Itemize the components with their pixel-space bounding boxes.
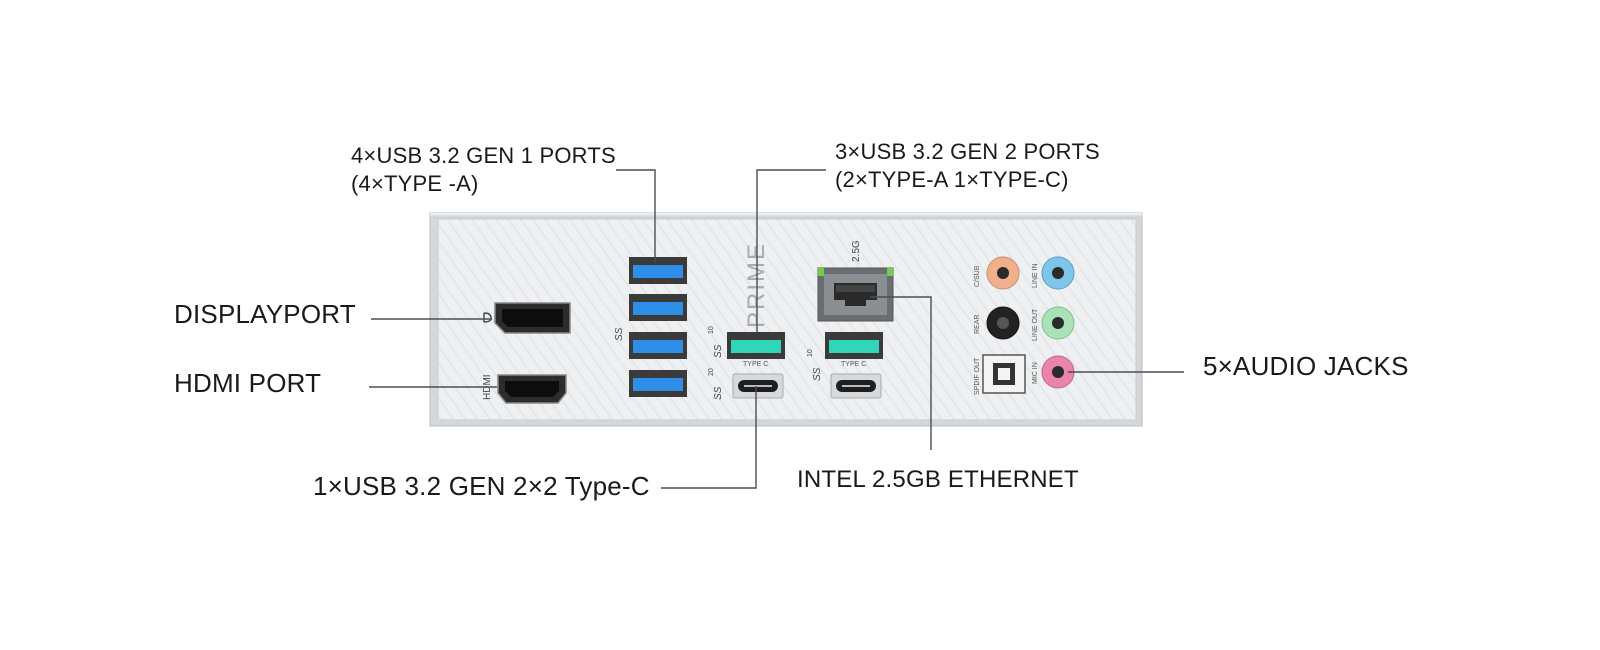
ss-mark-gen2-a: SS [713,344,724,358]
ss-mark-gen1: SS [614,327,625,341]
leader-lines [369,169,1184,489]
leader-usb-2x2 [661,386,757,489]
ethernet-port [817,267,894,322]
audio-label-line-out: LINE OUT [1032,308,1039,341]
callout-usb-2x2: 1×USB 3.2 GEN 2×2 Type-C [313,471,650,501]
usb-gen2-typea-port-1 [727,332,785,359]
ss-mark-gen2-b: SS [812,367,823,381]
audio-jack-line-out [1041,306,1075,340]
callout-audio: 5×AUDIO JACKS [1203,351,1409,381]
gen2-speed-mark-a: 10 [708,326,715,334]
gen2x2-speed-mark: 20 [708,368,715,376]
callout-hdmi: HDMI PORT [174,368,322,398]
audio-jack-line-in [1041,256,1075,290]
spdif-optical-port [982,354,1026,394]
audio-jack-rear [986,306,1020,340]
leader-ethernet [870,296,932,450]
gen2-speed-mark-b: 10 [807,349,814,357]
callout-usb-gen1: 4×USB 3.2 GEN 1 PORTS (4×TYPE -A) [351,142,616,198]
audio-label-rear: REAR [974,315,981,334]
ss-mark-gen2x2: SS [713,386,724,400]
leader-usb-gen2 [756,169,826,333]
audio-jack-csub [986,256,1020,290]
usb-gen2-typea-port-2 [825,332,883,359]
audio-label-csub: C/SUB [974,265,981,287]
audio-label-mic-in: MIC IN [1032,362,1039,384]
callout-usb-gen2-line1: 3×USB 3.2 GEN 2 PORTS [835,139,1100,164]
callout-displayport: DISPLAYPORT [174,299,356,329]
usb-gen1-ports [629,257,687,397]
callout-usb-gen1-line1: 4×USB 3.2 GEN 1 PORTS [351,143,616,168]
callout-usb-gen1-line2: (4×TYPE -A) [351,171,479,196]
audio-label-line-in: LINE IN [1032,263,1039,288]
type-c-mark-2: TYPE C [841,361,866,368]
usb-gen2-typec-port [830,373,882,399]
type-c-mark-1: TYPE C [743,361,768,368]
audio-label-spdif: SPDIF OUT [974,357,981,395]
lan-speed-text: 2.5G [851,240,862,262]
callout-usb-gen2-line2: (2×TYPE-A 1×TYPE-C) [835,167,1069,192]
displayport-icon [483,312,492,323]
hdmi-port [497,374,567,404]
displayport-port [494,302,571,334]
audio-jack-mic-in [1041,355,1075,389]
usb-gen2x2-typec-port [732,373,784,399]
callout-ethernet: INTEL 2.5GB ETHERNET [797,466,1079,493]
callout-usb-gen2: 3×USB 3.2 GEN 2 PORTS (2×TYPE-A 1×TYPE-C… [835,138,1100,194]
audio-jacks [982,256,1075,394]
leader-usb-gen1 [616,169,656,262]
